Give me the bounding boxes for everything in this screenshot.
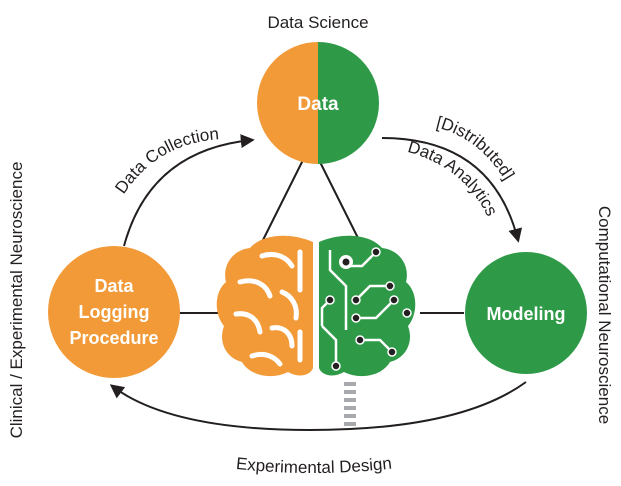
arrow-data-analytics — [381, 137, 523, 243]
brain-connector-dashes — [344, 382, 356, 426]
top-label: Data Science — [267, 13, 368, 32]
logging-node-line-1: Data — [94, 276, 134, 296]
modeling-node: Modeling — [465, 252, 587, 374]
label-data-collection: Data Collection — [111, 124, 219, 197]
left-label: Clinical / Experimental Neuroscience — [7, 162, 26, 439]
modeling-node-label: Modeling — [487, 304, 566, 324]
organic-brain-half — [216, 235, 313, 377]
circuit-brain-half — [319, 235, 416, 377]
label-experimental-design: Experimental Design — [235, 454, 392, 477]
arrow-experimental-design — [109, 381, 527, 432]
logging-node-line-2: Logging — [79, 302, 150, 322]
brain-circuit-icon — [216, 235, 416, 426]
data-node: Data — [257, 42, 379, 164]
connector-data-right — [315, 153, 361, 243]
logging-node: Data Logging Procedure — [48, 246, 180, 378]
data-node-label: Data — [297, 94, 339, 115]
connector-data-left — [261, 153, 307, 243]
logging-node-line-3: Procedure — [69, 328, 158, 348]
right-label: Computational Neuroscience — [595, 206, 614, 424]
arrow-data-collection — [123, 134, 255, 247]
